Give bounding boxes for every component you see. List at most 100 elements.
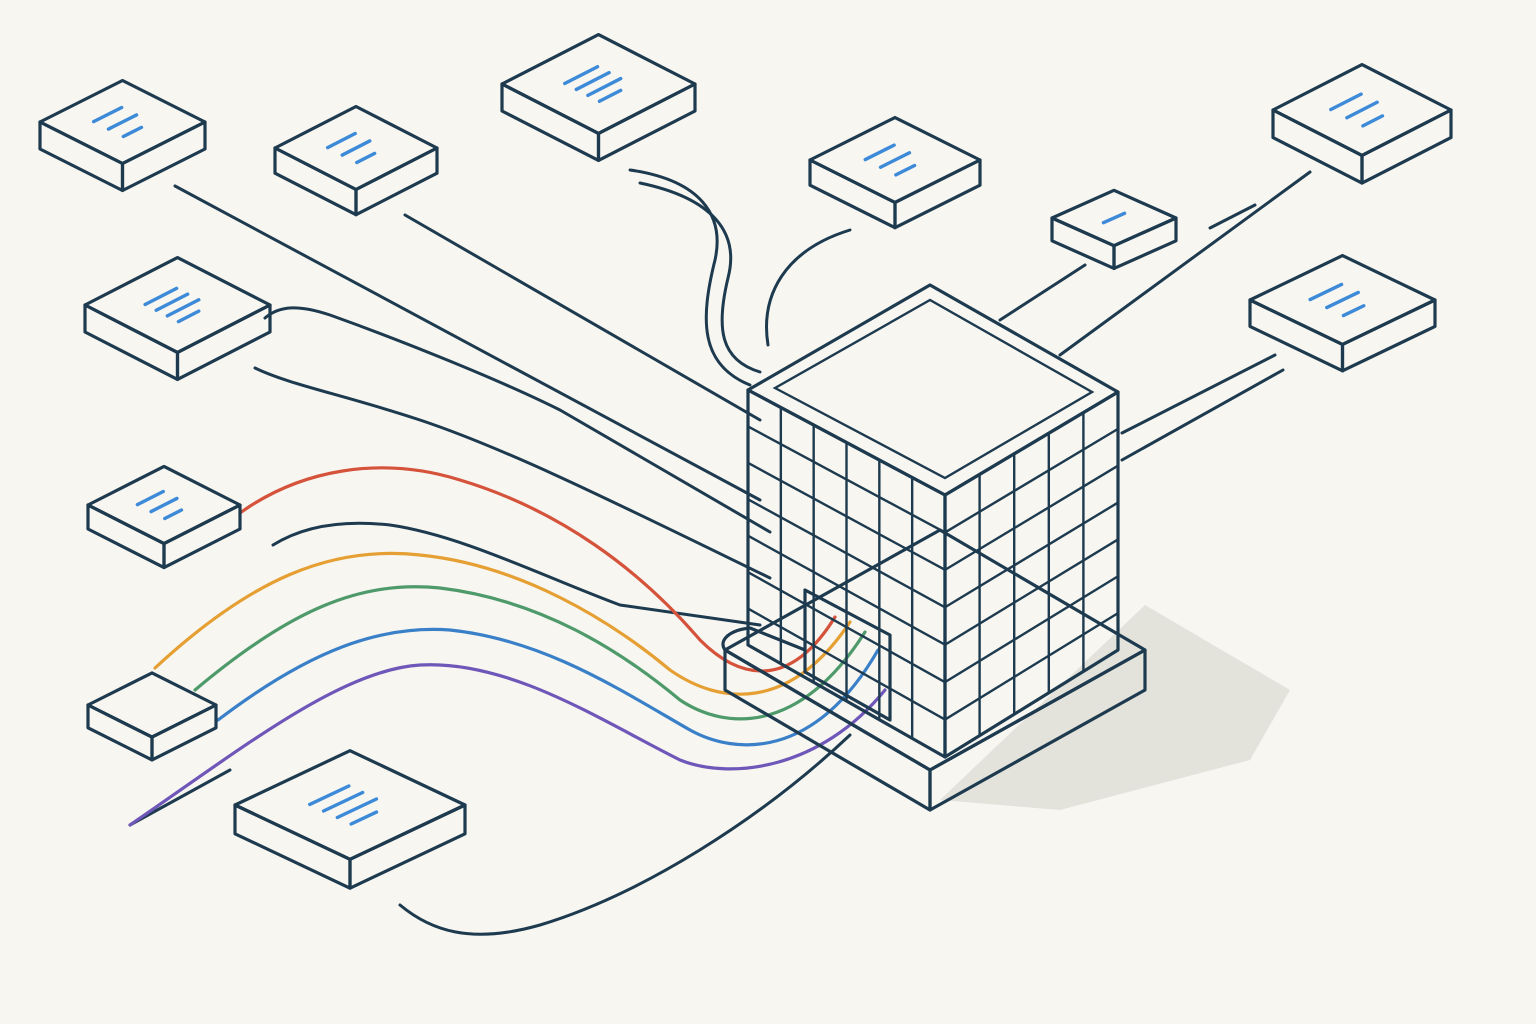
document-text-line (149, 496, 179, 514)
window-transom (944, 538, 1119, 646)
document-text-line (1341, 304, 1366, 318)
box-top-face (233, 749, 467, 861)
box-top-face (808, 115, 982, 205)
document-icon (1248, 253, 1437, 373)
building-side-windows (944, 412, 1119, 736)
window-transom (944, 575, 1119, 684)
document-text-line (321, 790, 365, 813)
window-transom (747, 534, 946, 646)
document-icon (83, 255, 272, 382)
document-text-line (165, 298, 201, 318)
document-nodes (38, 32, 1453, 890)
box-left-face (500, 82, 601, 162)
document-text-line (1329, 92, 1363, 112)
document-text-line (563, 65, 600, 86)
window-transom (747, 571, 946, 684)
document-text-line (135, 489, 165, 507)
stream-red (238, 466, 837, 673)
document-text-line (325, 131, 357, 150)
connection-top-center-box (628, 168, 752, 387)
building-front-windows (747, 407, 946, 739)
window-transom (747, 461, 946, 571)
document-text-line (91, 105, 124, 124)
document-text-line (574, 70, 611, 92)
document-text-line (597, 88, 623, 103)
office-building-icon (721, 283, 1147, 812)
window-transom (944, 612, 1119, 721)
box-top-face (1248, 253, 1437, 347)
document-text-line (1101, 211, 1127, 225)
stream-purple (128, 663, 887, 827)
document-text-line (163, 508, 184, 521)
document-text-line (355, 151, 377, 165)
window-transom (747, 425, 946, 534)
connection-stub-left (271, 521, 762, 627)
box-top-face (1050, 188, 1178, 248)
connection-small-box (998, 263, 1087, 322)
document-icon (38, 78, 207, 193)
document-text-line (154, 292, 190, 312)
box-top-face (1271, 62, 1453, 158)
box-left-face (233, 803, 352, 890)
box-top-face (86, 464, 242, 546)
connection-top-right-box (765, 228, 852, 347)
window-transom (944, 501, 1119, 609)
building-base-right (928, 648, 1147, 812)
document-icon (273, 104, 439, 217)
box-left-face (83, 303, 180, 382)
connections (128, 168, 1312, 936)
document-text-line (143, 286, 179, 307)
connection-top-left-box (173, 184, 762, 502)
document-text-line (878, 151, 912, 169)
connection-left-box-3 (263, 306, 772, 534)
building-entrance (803, 588, 892, 722)
entrance-ramp (721, 626, 807, 652)
box-left-face (273, 146, 358, 217)
connection-top-box-2 (403, 213, 762, 422)
document-text-line (586, 76, 623, 98)
box-left-face (1271, 108, 1364, 185)
document-text-line (894, 163, 917, 177)
document-text-line (863, 143, 896, 162)
document-icon (86, 671, 218, 762)
connection-bottom-stub (128, 768, 232, 827)
window-transom (944, 427, 1119, 534)
document-text-line (1345, 100, 1379, 120)
box-top-face (38, 78, 207, 166)
window-transom (944, 464, 1119, 571)
data-streams (128, 466, 887, 827)
connection-far-right-box (1058, 170, 1312, 357)
building-roof-inner (772, 298, 1095, 480)
box-left-face (808, 158, 897, 230)
document-text-line (121, 125, 144, 139)
box-top-face (500, 32, 697, 135)
stream-orange (153, 551, 852, 696)
window-transom (747, 607, 946, 721)
document-icon (86, 464, 242, 570)
connection-right-box-a (1120, 353, 1277, 435)
connection-far-right-stub (1208, 203, 1257, 230)
connection-bottom-box (398, 733, 852, 936)
box-top-face (83, 255, 272, 355)
window-transom (747, 498, 946, 609)
document-text-line (308, 784, 351, 807)
document-icon (233, 749, 467, 890)
document-icon (500, 32, 697, 162)
document-icon (808, 115, 982, 230)
box-top-face (273, 104, 439, 192)
box-top-face (86, 671, 218, 739)
stream-green (193, 585, 867, 721)
document-text-line (1325, 290, 1360, 310)
building-roof (746, 283, 1120, 497)
document-text-line (106, 113, 139, 131)
document-text-line (349, 810, 379, 826)
document-text-line (176, 309, 201, 324)
connection-left-box-3-b (253, 366, 772, 580)
stream-blue (216, 627, 880, 747)
document-text-line (340, 139, 372, 157)
document-icon (1050, 188, 1178, 271)
connection-top-center-box-b (638, 181, 762, 374)
document-text-line (335, 797, 379, 820)
document-icon (1271, 62, 1453, 185)
